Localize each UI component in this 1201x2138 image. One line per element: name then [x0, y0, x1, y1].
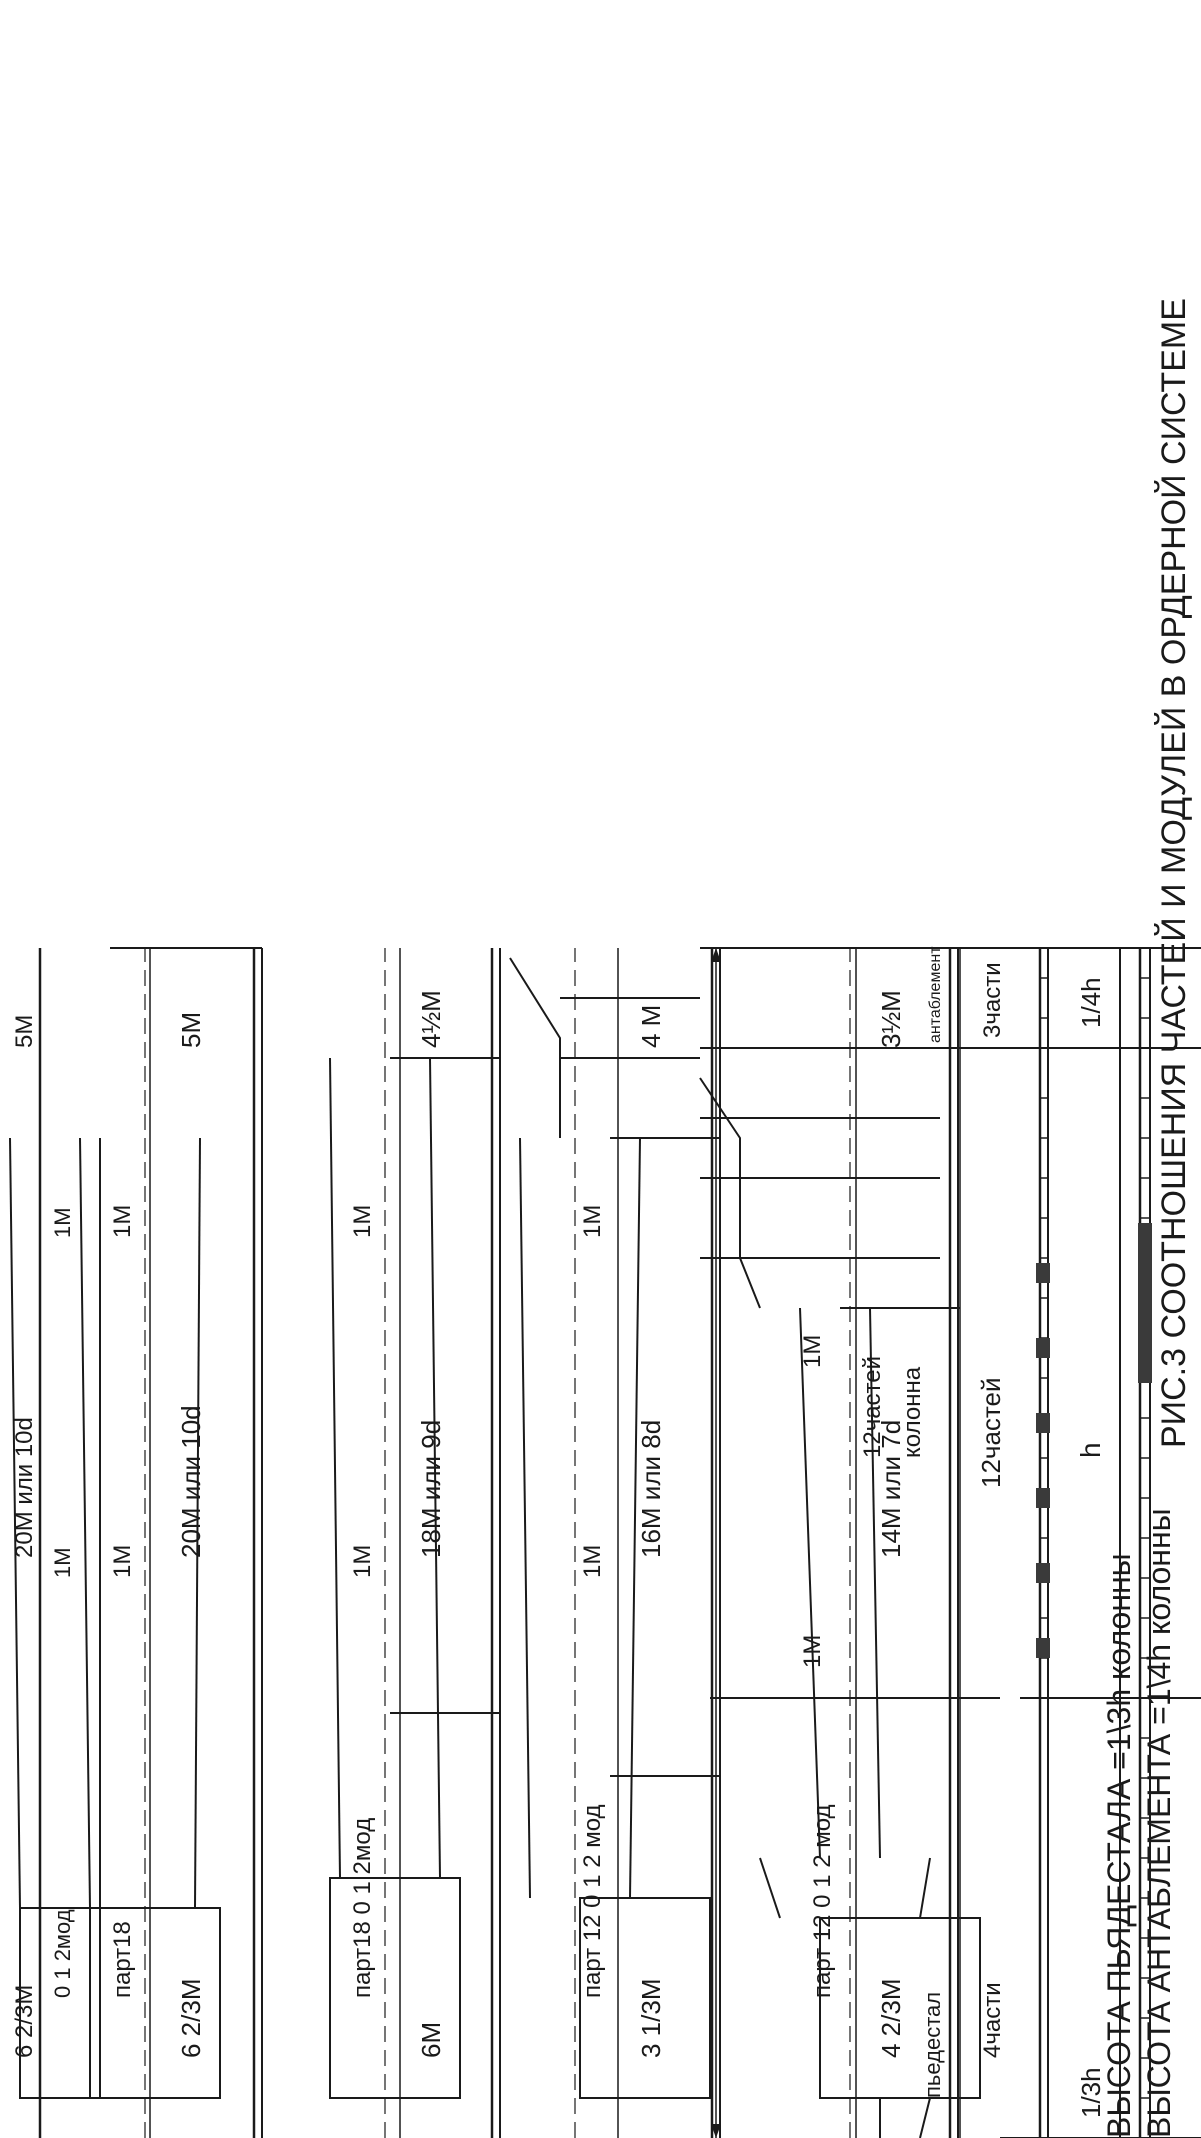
order-4-scale: парт18: [109, 1921, 136, 1998]
figure-caption: РИС.3 СООТНОШЕНИЯ ЧАСТЕЙ И МОДУЛЕЙ В ОРД…: [1155, 298, 1193, 1448]
order-4-module-top: 1M: [109, 1205, 136, 1238]
order-3-pedestal: 6M: [416, 2022, 446, 2058]
order-5-column: 20M или 10d: [11, 1417, 38, 1558]
order-3-module-bottom: 1M: [349, 1545, 376, 1578]
order-1-pedestal: 4 2/3M: [876, 1979, 906, 2059]
order-2-module-top: 1M: [579, 1205, 606, 1238]
order-5-module-top: 1M: [50, 1207, 75, 1238]
order-5-drawing: [9, 948, 101, 2138]
scheme-label-quarter: 1/4h: [1076, 977, 1106, 1028]
order-1-drawing: [699, 948, 981, 2138]
scheme-label-12: 12частей: [976, 1377, 1006, 1488]
scheme-label-column: колонна: [899, 1366, 926, 1458]
order-4-module-bottom: 1M: [109, 1545, 136, 1578]
order-4-column: 20M или 10d: [176, 1405, 206, 1558]
order-1-scale: парт 12 0 1 2 мод: [809, 1804, 836, 1998]
order-5-scale: 0 1 2мод: [50, 1909, 75, 1998]
order-5-pedestal: 6 2/3M: [11, 1985, 38, 2058]
order-2-pedestal: 3 1/3M: [636, 1979, 666, 2059]
order-1-module-bottom: 1M: [799, 1635, 826, 1668]
order-5-module-bottom: 1M: [50, 1547, 75, 1578]
order-3-module-top: 1M: [349, 1205, 376, 1238]
scheme-label-column-parts: 12частей: [859, 1356, 886, 1458]
scheme-label-3: 3части: [979, 962, 1006, 1038]
order-3-entablature: 4½M: [416, 990, 446, 1048]
order-1-column: 14M или 7d: [876, 1420, 906, 1558]
scheme-label-4: 4части: [979, 1982, 1006, 2058]
order-1-module-top: 1M: [799, 1335, 826, 1368]
note-entablature: ВЫСОТА АНТАБЛЕМЕНТА =1\4h колонны: [1141, 1508, 1177, 2138]
order-2-scale: парт 12 0 1 2 мод: [579, 1804, 606, 1998]
scheme-label-entablature: антаблемент: [927, 946, 944, 1043]
order-5-entablature: 5M: [11, 1015, 38, 1048]
order-2-column: 16M или 8d: [636, 1420, 666, 1558]
order-3-scale: парт18 0 1 2мод: [349, 1818, 376, 1998]
scheme-label-pedestal: пьедестал: [920, 1992, 945, 2098]
order-4-entablature: 5M: [176, 1012, 206, 1048]
text-layer: РИС.3 СООТНОШЕНИЯ ЧАСТЕЙ И МОДУЛЕЙ В ОРД…: [11, 298, 1193, 2138]
order-4-pedestal: 6 2/3M: [176, 1979, 206, 2059]
order-3-drawing: [329, 948, 501, 2138]
note-pedestal: ВЫСОТА ПЬЯДЕСТАЛА =1\3h колонны: [1101, 1553, 1137, 2138]
order-1-entablature: 3½M: [876, 990, 906, 1048]
order-3-column: 18M или 9d: [416, 1420, 446, 1558]
order-2-entablature: 4 M: [636, 1005, 666, 1048]
scheme-label-third: 1/3h: [1076, 2067, 1106, 2118]
scheme-label-h: h: [1075, 1442, 1106, 1458]
order-2-drawing: [509, 948, 721, 2138]
order-4-drawing: [79, 947, 263, 2138]
order-2-module-bottom: 1M: [579, 1545, 606, 1578]
